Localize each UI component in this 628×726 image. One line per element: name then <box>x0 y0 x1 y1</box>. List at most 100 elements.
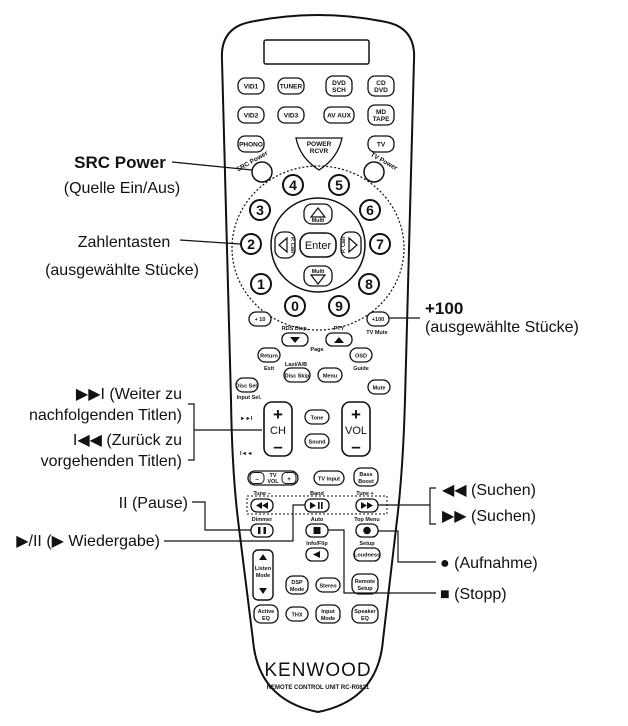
digit-3-button[interactable] <box>249 199 271 221</box>
multi-down-label: Multi <box>312 269 325 275</box>
digit-4-button[interactable] <box>282 174 304 196</box>
speaker-eq-label: EQ <box>361 616 370 622</box>
thx-button[interactable] <box>285 606 309 622</box>
power-rcvr-button[interactable] <box>295 137 343 171</box>
src-power-leader <box>171 161 253 171</box>
tv-vol-plus-label: + <box>287 476 291 483</box>
av-aux-button[interactable] <box>323 106 355 124</box>
search-back-annotation: ◀◀ (Suchen) <box>442 482 536 499</box>
speaker-label: Speaker <box>354 609 376 615</box>
boost-label: Boost <box>358 479 374 485</box>
vid2-button[interactable] <box>237 106 265 124</box>
phono-button[interactable] <box>237 135 265 153</box>
disc-skip-button[interactable] <box>283 367 311 383</box>
play-pause-button[interactable] <box>304 498 330 513</box>
tv-vol-plus-button[interactable] <box>281 472 297 484</box>
digits-title: Zahlentasten <box>78 234 171 251</box>
return-button[interactable] <box>257 347 281 363</box>
cd-label: CD <box>376 80 386 87</box>
active-eq-button[interactable] <box>253 604 279 624</box>
digit-9-button[interactable] <box>328 295 350 317</box>
search-fwd-annotation: ▶▶ (Suchen) <box>442 508 536 525</box>
right-arrow-icon <box>348 236 358 254</box>
guide-label: Guide <box>353 366 369 372</box>
tv-power-button[interactable] <box>363 161 385 183</box>
plus10-button[interactable] <box>248 311 272 327</box>
return-label: Return <box>260 354 278 360</box>
loudness-button[interactable] <box>353 547 381 562</box>
pause-small-icon <box>318 502 320 509</box>
cd-dvd-button[interactable] <box>367 75 395 97</box>
tuner-button[interactable] <box>277 77 305 95</box>
skip-prev-icon: I◄◄ <box>240 451 252 457</box>
digits-leader <box>179 239 241 245</box>
ch-rocker[interactable] <box>263 401 293 457</box>
digit-6-button[interactable] <box>359 199 381 221</box>
enter-button[interactable] <box>299 232 337 258</box>
stereo-button[interactable] <box>315 577 341 593</box>
digit-buttons: 1 2 3 4 5 6 7 8 9 0 <box>240 174 391 317</box>
vid1-button[interactable] <box>237 77 265 95</box>
dsp-mode-button[interactable] <box>285 575 309 595</box>
tone-button[interactable] <box>304 409 330 425</box>
play-icon <box>310 502 316 509</box>
mode-label: Mode <box>256 573 270 579</box>
rcvr-label: RCVR <box>310 148 329 155</box>
bass-boost-button[interactable] <box>353 467 379 487</box>
band-label: Band <box>310 491 324 497</box>
ch-label: CH <box>270 425 286 437</box>
disc-sel-button[interactable] <box>235 377 259 393</box>
sound-button[interactable] <box>304 433 330 449</box>
input-mode-button[interactable] <box>315 604 341 624</box>
digit-8-button[interactable] <box>358 273 380 295</box>
record-leader <box>378 530 436 563</box>
source-row-2: VID2 VID3 AV AUX MD TAPE <box>237 104 395 126</box>
speaker-eq-button[interactable] <box>351 604 379 624</box>
dvd-sch-button[interactable] <box>325 75 353 97</box>
pause-button[interactable] <box>250 523 274 538</box>
tv-input-button[interactable] <box>313 470 345 486</box>
plus100-button[interactable] <box>366 311 390 327</box>
digit-6-label: 6 <box>366 202 374 218</box>
digit-7-button[interactable] <box>369 233 391 255</box>
disc-sel-label: Disc Sel. <box>236 384 259 390</box>
src-power-button[interactable] <box>251 161 273 183</box>
remote-body <box>220 14 416 714</box>
page-down-icon <box>290 337 300 343</box>
ch-minus-label: – <box>273 437 282 456</box>
listen-mode-rocker[interactable] <box>252 549 274 601</box>
vid1-label: VID1 <box>244 84 259 91</box>
vid3-button[interactable] <box>277 106 305 124</box>
mute-button[interactable] <box>367 379 391 395</box>
digit-2-label: 2 <box>247 236 255 252</box>
enter-label: Enter <box>305 240 332 252</box>
tv-vol-minus-button[interactable] <box>249 472 265 484</box>
skip-next-icon: ►►I <box>240 416 253 422</box>
tv-button[interactable] <box>367 135 395 153</box>
digits-desc: (ausgewählte Stücke) <box>45 262 199 279</box>
menu-button[interactable] <box>317 367 343 383</box>
plus100-desc: (ausgewählte Stücke) <box>425 319 579 336</box>
search-bracket <box>378 487 436 525</box>
display-window <box>263 39 370 65</box>
pause-icon-bar2 <box>263 527 266 534</box>
dsp-mode-label: Mode <box>290 587 304 593</box>
cd-dvd-label: DVD <box>374 87 388 94</box>
digit-1-button[interactable] <box>250 273 272 295</box>
pause-icon <box>258 527 261 534</box>
digit-5-button[interactable] <box>328 174 350 196</box>
digit-0-button[interactable] <box>284 295 306 317</box>
up-arrow-icon <box>309 207 327 218</box>
osd-button[interactable] <box>349 347 373 363</box>
md-tape-button[interactable] <box>367 104 395 126</box>
mute-label: Mute <box>373 386 386 392</box>
digit-2-button[interactable] <box>240 233 262 255</box>
remote-setup-button[interactable] <box>351 573 379 595</box>
vol-rocker[interactable] <box>341 401 371 457</box>
vol-plus-label: + <box>351 405 361 424</box>
plus100-title: +100 <box>425 299 463 318</box>
sch-label: SCH <box>332 87 346 94</box>
page-up-icon <box>334 337 344 343</box>
tuner-label: TUNER <box>280 84 303 91</box>
